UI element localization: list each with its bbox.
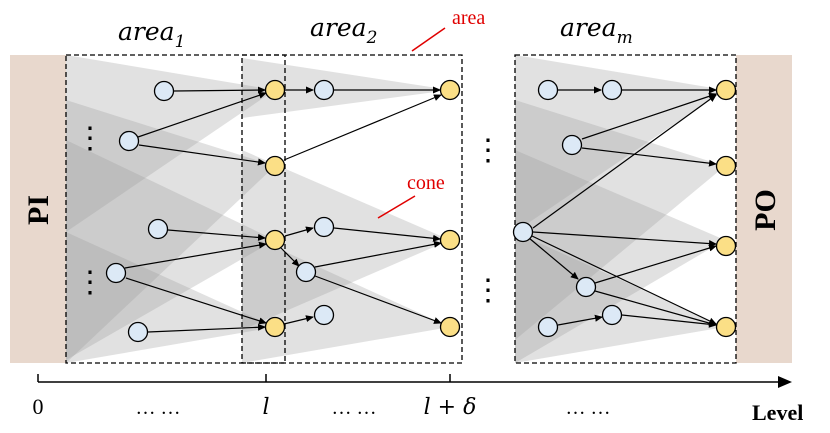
node-yellow: [439, 79, 461, 101]
edge-arrow: [125, 277, 267, 325]
edge-arrow: [280, 247, 300, 267]
node-yellow: [264, 155, 286, 177]
edge-arrow: [283, 315, 314, 325]
area-callout-line: [411, 27, 446, 52]
node-blue: [561, 134, 583, 156]
edge-arrow: [594, 290, 717, 327]
node-blue: [295, 261, 317, 283]
node-yellow: [715, 155, 737, 177]
node-blue: [601, 79, 623, 101]
node-yellow: [264, 79, 286, 101]
edge-arrow: [124, 241, 267, 269]
edge-arrow: [138, 144, 266, 166]
node-yellow: [439, 316, 461, 338]
edge-arrow: [283, 94, 442, 161]
cone-callout-label: cone: [407, 172, 445, 194]
area2-title: area2: [310, 13, 377, 48]
cone-callout-line: [377, 195, 416, 219]
area1-title: area1: [118, 17, 185, 52]
node-yellow: [715, 79, 737, 101]
area-callout-label: area: [452, 7, 485, 29]
edge-arrow: [621, 314, 717, 328]
cone: [242, 58, 450, 118]
tick-label-dots: … …: [136, 397, 181, 419]
edge-arrow: [531, 235, 717, 325]
tick-label-dots: … …: [332, 397, 377, 419]
cone: [515, 100, 725, 340]
node-yellow: [264, 316, 286, 338]
edge-arrow: [581, 92, 717, 140]
edge-arrow: [532, 231, 717, 248]
node-blue: [537, 316, 559, 338]
cone: [66, 100, 275, 363]
level-axis: 0 … … l … … l + δ … … Level: [33, 374, 803, 425]
node-blue: [575, 276, 597, 298]
po-label: PO: [749, 189, 782, 231]
edge-arrow: [137, 91, 267, 138]
vdots: ⋮: [75, 122, 105, 155]
node-yellow: [715, 235, 737, 257]
cone: [66, 55, 275, 232]
node-blue: [313, 304, 335, 326]
tick-label-l-delta: l + δ: [424, 395, 477, 420]
node-yellow: [439, 229, 461, 251]
edge-arrow: [314, 240, 442, 268]
area-boxes: [65, 54, 737, 364]
axis-title: Level: [752, 400, 803, 425]
edge-arrow: [314, 275, 442, 324]
node-blue: [127, 321, 149, 343]
cones: [66, 55, 725, 363]
edge-arrow: [594, 244, 717, 284]
cone: [515, 55, 725, 232]
edge-arrow: [173, 86, 266, 94]
po-bar: [736, 55, 792, 363]
node-yellow: [715, 316, 737, 338]
area1-box: [65, 54, 286, 364]
edge-arrow: [528, 237, 579, 280]
tick-label-l: l: [262, 395, 269, 420]
edge-arrow: [167, 229, 266, 241]
node-blue: [118, 130, 140, 152]
pi-label: PI: [22, 195, 55, 225]
node-blue: [313, 216, 335, 238]
nodes: [105, 79, 737, 343]
aream-box: [514, 54, 737, 364]
edge-arrow: [557, 314, 603, 326]
node-blue: [537, 79, 559, 101]
cone: [242, 150, 450, 330]
vdots: ⋮: [473, 134, 503, 167]
edge-arrow: [333, 227, 441, 242]
node-blue: [105, 262, 127, 284]
edges: [124, 86, 717, 333]
node-blue: [147, 218, 169, 240]
node-blue: [153, 80, 175, 102]
aream-title: aream: [560, 13, 633, 48]
tick-label-0: 0: [33, 394, 44, 419]
pi-bar: [10, 55, 66, 363]
edge-arrow: [532, 94, 717, 229]
node-blue: [313, 79, 335, 101]
tick-label-dots: … …: [566, 397, 611, 419]
vdots: ⋮: [75, 266, 105, 299]
node-blue: [512, 221, 534, 243]
edge-arrow: [147, 323, 266, 333]
edge-arrow: [581, 147, 717, 167]
edge-arrow: [284, 226, 314, 237]
node-yellow: [264, 229, 286, 251]
axis-arrowhead: [778, 376, 792, 388]
node-blue: [601, 304, 623, 326]
vdots: ⋮: [473, 274, 503, 307]
cone: [66, 140, 275, 360]
